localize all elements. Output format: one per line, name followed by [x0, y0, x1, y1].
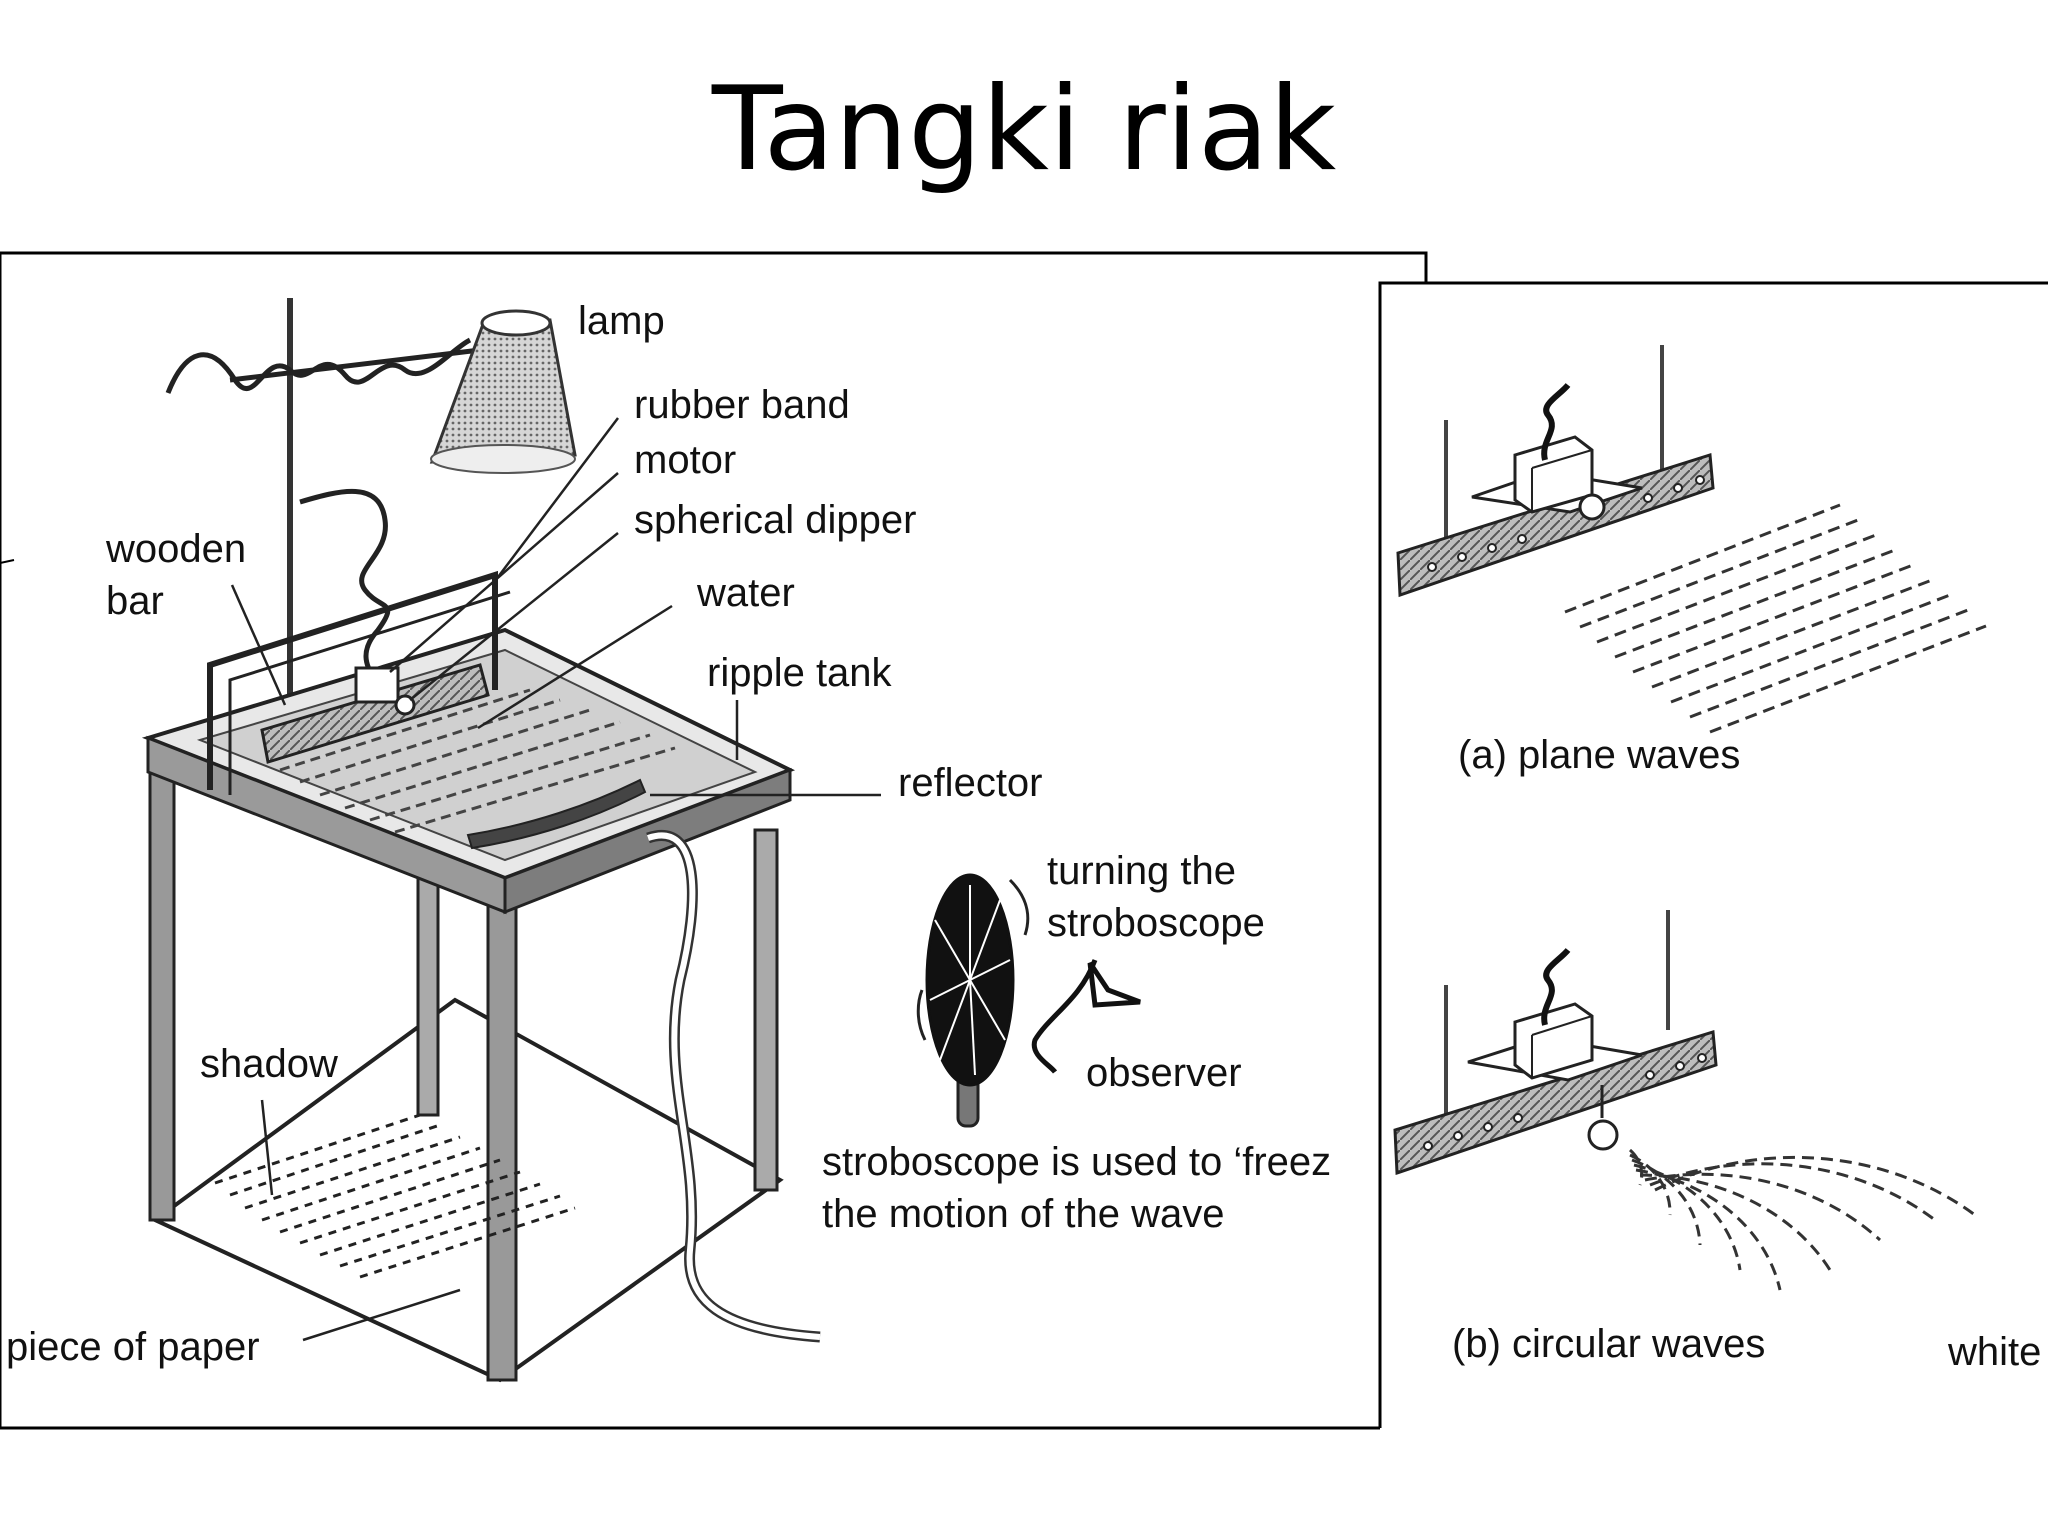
- label-bar: bar: [106, 579, 164, 623]
- leader-lines: [230, 417, 881, 1342]
- observer-icon: [1031, 959, 1141, 1074]
- plane-waves-figure: [1396, 345, 1987, 734]
- slide-title: Tangki riak: [711, 62, 1337, 197]
- label-plane-waves: (a) plane waves: [1458, 733, 1740, 777]
- main-panel: [0, 251, 1428, 1430]
- diagram-labels: lamp rubber band motor spherical dipper …: [6, 299, 2041, 1374]
- label-stroboscope-1: stroboscope is used to ‘freez: [822, 1140, 1331, 1184]
- label-turning-2: stroboscope: [1047, 901, 1265, 945]
- label-shadow: shadow: [200, 1042, 338, 1086]
- side-panel: [1378, 281, 2048, 1428]
- label-white: white: [1947, 1330, 2041, 1374]
- lamp-icon: [429, 309, 577, 474]
- label-stroboscope-2: the motion of the wave: [822, 1192, 1224, 1236]
- label-reflector: reflector: [898, 761, 1043, 805]
- label-water: water: [696, 571, 795, 615]
- label-turning-1: turning the: [1047, 849, 1236, 893]
- shadow-pattern: [214, 1113, 576, 1279]
- tank-wave-stripes: [279, 688, 676, 834]
- label-lamp: lamp: [578, 299, 665, 343]
- label-rubber-band: rubber band: [634, 383, 850, 427]
- label-motor: motor: [634, 438, 736, 482]
- label-ripple-tank: ripple tank: [707, 651, 893, 695]
- circular-waves-figure: [1393, 910, 1976, 1291]
- label-wooden: wooden: [105, 527, 246, 571]
- label-circular-waves: (b) circular waves: [1452, 1322, 1765, 1366]
- stand-rod: [165, 298, 481, 700]
- motor-cable: [299, 489, 391, 682]
- ripple-tank-table: [141, 570, 821, 1383]
- label-spherical-dipper: spherical dipper: [634, 498, 916, 542]
- label-observer: observer: [1086, 1051, 1242, 1095]
- label-paper: piece of paper: [6, 1325, 260, 1369]
- stroboscope-icon: [916, 873, 1030, 1128]
